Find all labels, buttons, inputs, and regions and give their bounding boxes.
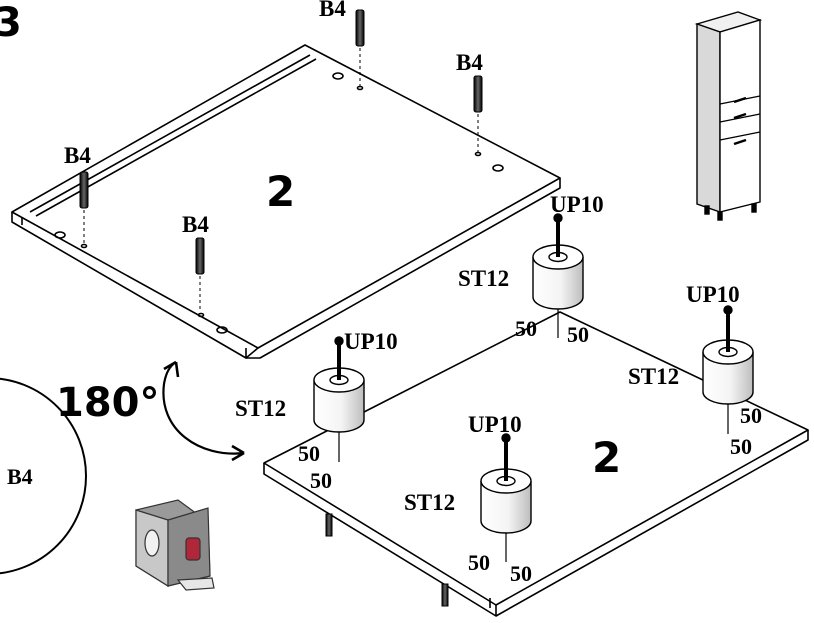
foot-st12-3 [702, 305, 754, 434]
detail-callout [0, 377, 87, 575]
rotate-arrow-icon [162, 360, 245, 462]
bolt-under-1 [325, 513, 333, 537]
bolt-under-2 [441, 583, 449, 607]
dowel-b4-1 [355, 9, 365, 86]
offset-label-6: 50 [730, 434, 752, 459]
foot-st12-2 [532, 213, 584, 338]
detail-callout-label: B4 [7, 464, 33, 489]
foot-label-1: ST12 [235, 396, 286, 421]
offset-label-3: 50 [515, 316, 537, 341]
dowel-b4-2 [473, 75, 483, 152]
foot-label-3: ST12 [628, 364, 679, 389]
foot-label-4: ST12 [404, 490, 455, 515]
adjuster-label-4: UP10 [468, 412, 522, 437]
dowel-label-3: B4 [64, 143, 91, 168]
bottom-panel [263, 311, 809, 617]
tape-measure-icon [135, 499, 215, 591]
offset-label-7: 50 [468, 550, 490, 575]
adjuster-label-3: UP10 [686, 282, 740, 307]
foot-label-2: ST12 [458, 266, 509, 291]
dowel-b4-4 [195, 237, 205, 312]
dowel-label-2: B4 [456, 50, 483, 75]
foot-st12-1 [313, 336, 365, 462]
top-panel-part-number: 2 [266, 167, 295, 216]
offset-label-5: 50 [740, 403, 762, 428]
foot-st12-4 [480, 433, 532, 562]
dowel-label-4: B4 [182, 212, 209, 237]
bottom-panel-part-number: 2 [592, 433, 621, 482]
adjuster-label-2: UP10 [550, 192, 604, 217]
adjuster-label-1: UP10 [344, 329, 398, 354]
dowel-label-1: B4 [319, 0, 346, 21]
offset-label-4: 50 [567, 322, 589, 347]
offset-label-8: 50 [510, 561, 532, 586]
tall-cabinet-icon [694, 11, 763, 221]
step-number: 3 [0, 0, 22, 46]
offset-label-2: 50 [310, 468, 332, 493]
offset-label-1: 50 [298, 441, 320, 466]
dowel-b4-3 [79, 171, 89, 244]
rotation-label: 180° [56, 380, 160, 426]
